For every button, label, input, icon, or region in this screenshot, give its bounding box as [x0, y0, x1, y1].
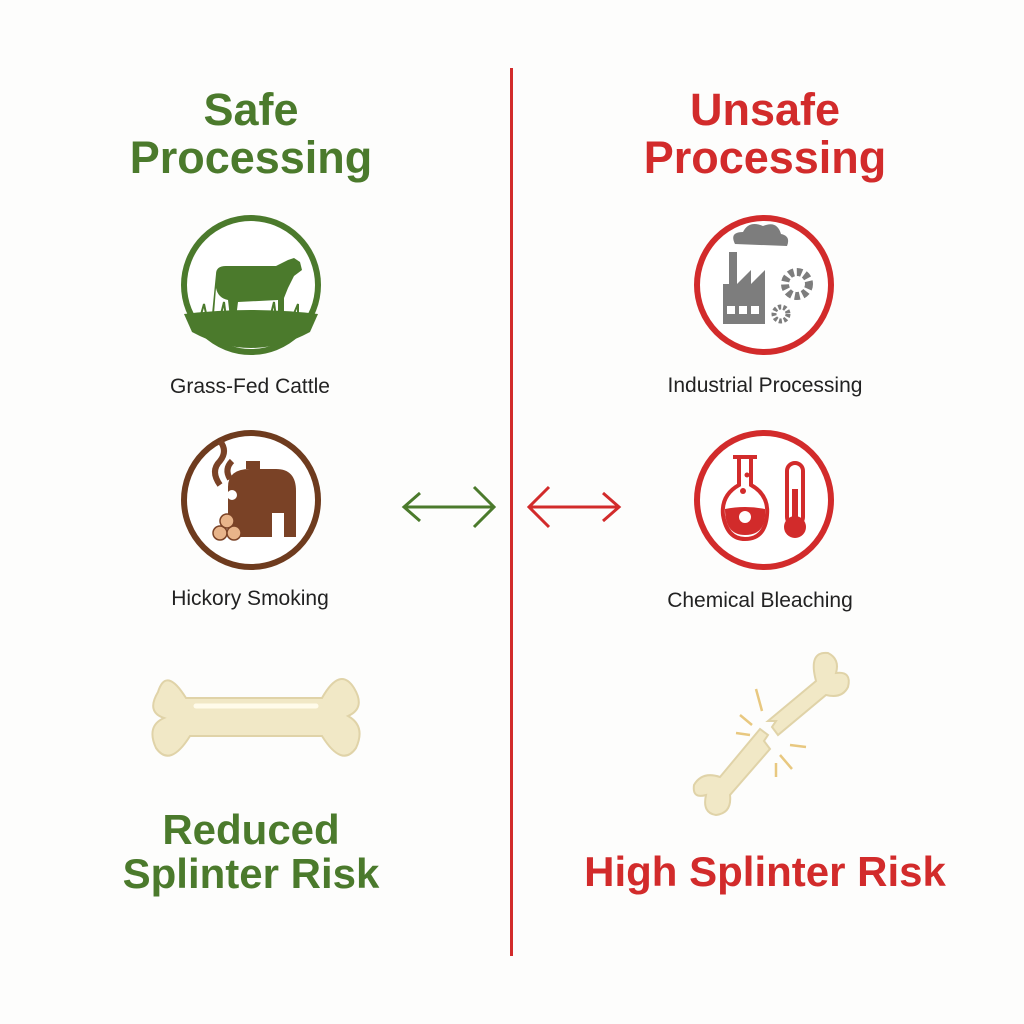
smoker-icon [181, 430, 321, 570]
label-industrial-processing: Industrial Processing [667, 374, 863, 397]
cow-grass-icon [181, 215, 321, 355]
label-grass-fed-cattle: Grass-Fed Cattle [170, 375, 330, 398]
chemical-flask-icon [694, 430, 834, 570]
reduced-splinter-risk: Reduced Splinter Risk [122, 806, 380, 897]
label-chemical-bleaching: Chemical Bleaching [667, 589, 853, 612]
unsafe-title: Unsafe Processing [643, 84, 887, 183]
divider-line [510, 68, 513, 956]
factory-icon [694, 215, 834, 355]
label-hickory-smoking: Hickory Smoking [171, 587, 329, 610]
safe-title: Safe Processing [129, 84, 373, 183]
broken-bone-icon [692, 651, 850, 817]
high-splinter-risk: High Splinter Risk [584, 848, 946, 895]
intact-bone-icon [151, 678, 361, 757]
double-arrow-green-icon [401, 485, 497, 529]
double-arrow-red-icon [526, 485, 622, 529]
